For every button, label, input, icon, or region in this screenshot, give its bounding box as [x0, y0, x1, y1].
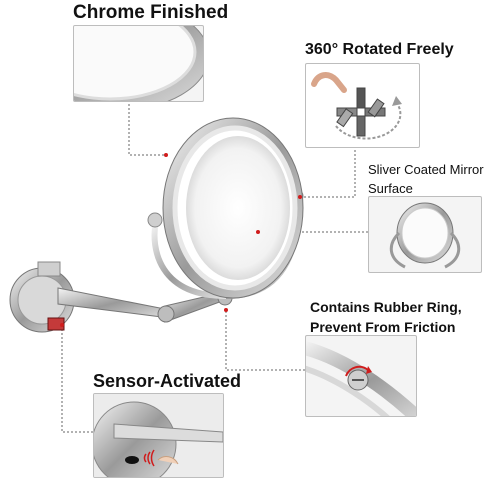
signal-waves-icon — [143, 449, 155, 467]
inset-rotation-detail — [305, 63, 420, 148]
feature-label-rubber-line2: Prevent From Friction — [310, 319, 456, 335]
hand-icon — [157, 456, 179, 465]
inset-chrome-detail — [73, 25, 204, 102]
hand-icon — [311, 72, 347, 93]
sensor-icon — [125, 456, 139, 464]
callout-dots — [60, 153, 302, 327]
main-mirror — [162, 117, 304, 299]
feature-label-rubber-line1: Contains Rubber Ring, — [310, 299, 462, 315]
rotate-arrow-icon — [335, 101, 402, 140]
folding-arm — [57, 287, 233, 323]
feature-label-sliver: Sliver Coated Mirror Surface — [368, 162, 484, 196]
wall-base — [9, 261, 75, 333]
yoke-pivot-left — [147, 212, 163, 228]
feature-label-chrome: Chrome Finished — [73, 2, 229, 23]
rotate-arrow-icon — [345, 365, 369, 377]
leader-lines — [61, 100, 368, 433]
inset-sensor-detail — [93, 393, 224, 478]
inset-mirror-surface — [368, 196, 482, 273]
inset-rubber-ring — [305, 335, 417, 417]
feature-label-rubber: Contains Rubber Ring, Prevent From Frict… — [310, 297, 462, 337]
feature-label-rotate: 360° Rotated Freely — [305, 41, 454, 58]
feature-label-sensor: Sensor-Activated — [93, 371, 242, 391]
